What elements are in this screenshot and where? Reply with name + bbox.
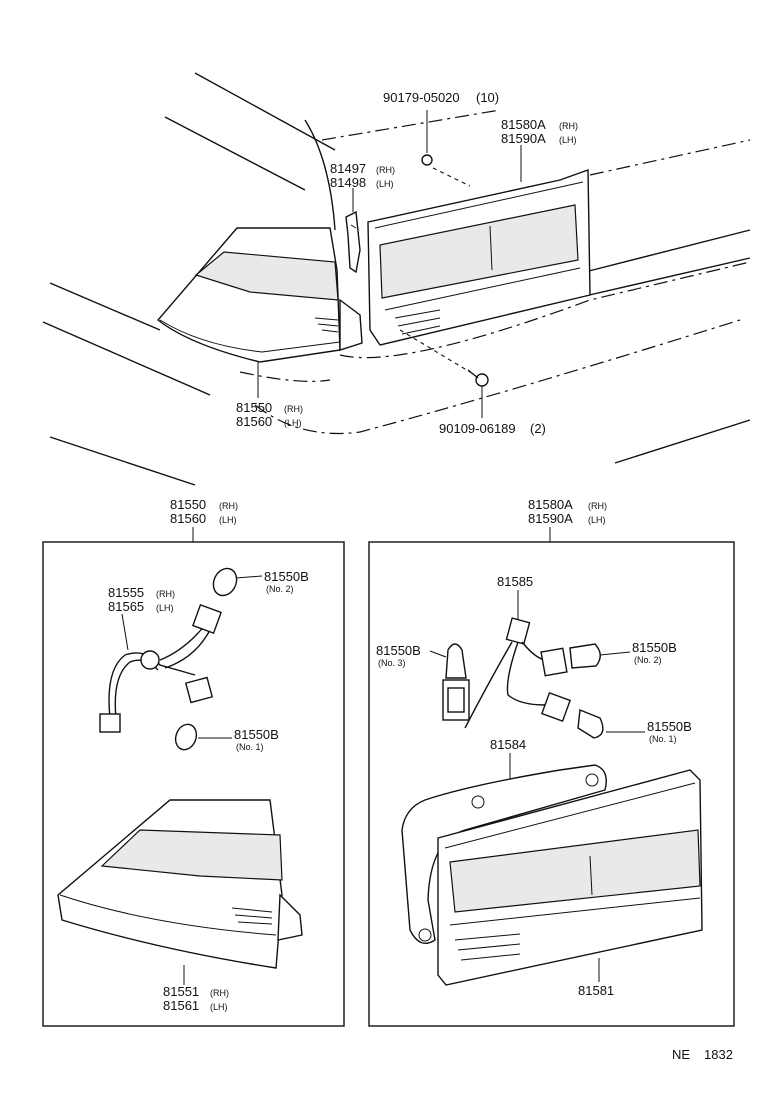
bulb-no2-icon-right xyxy=(569,643,631,669)
label-bracket-lh-tag: (LH) xyxy=(376,179,394,189)
label-lamp-lh: 81560 xyxy=(236,414,272,429)
label-garnish-lh-tag: (LH) xyxy=(559,135,577,145)
socket-wire-icon-right xyxy=(442,617,571,729)
right-header-rh-tag: (RH) xyxy=(588,501,607,511)
tail-lamp-assembly-top xyxy=(156,227,363,363)
label-screw-number: 90109-06189 xyxy=(439,421,516,436)
right-bulb1-note: (No. 1) xyxy=(649,734,677,744)
left-socket-lh: 81565 xyxy=(108,599,144,614)
left-lens-lh-tag: (LH) xyxy=(210,1002,228,1012)
right-bulb2-number: 81550B xyxy=(632,640,677,655)
label-bracket-lh: 81498 xyxy=(330,175,366,190)
bulb-no1-icon-left xyxy=(174,723,232,751)
car-body-outline xyxy=(42,72,751,486)
label-screw-qty: (2) xyxy=(530,421,546,436)
screw-icon xyxy=(399,329,489,418)
garnish-top xyxy=(367,169,591,346)
bulb-no1-icon-right xyxy=(577,709,645,739)
label-bolt-number: 90179-05020 xyxy=(383,90,460,105)
left-header-lh: 81560 xyxy=(170,511,206,526)
label-garnish-lh: 81590A xyxy=(501,131,546,146)
right-lens-number: 81581 xyxy=(578,983,614,998)
left-socket-rh: 81555 xyxy=(108,585,144,600)
right-bulb3-note: (No. 3) xyxy=(378,658,406,668)
label-lamp-rh: 81550 xyxy=(236,400,272,415)
left-bulb2-number: 81550B xyxy=(264,569,309,584)
right-socket-number: 81585 xyxy=(497,574,533,589)
left-header-lh-tag: (LH) xyxy=(219,515,237,525)
footer-number: 1832 xyxy=(704,1047,733,1062)
label-bracket-rh-tag: (RH) xyxy=(376,165,395,175)
left-socket-rh-tag: (RH) xyxy=(156,589,175,599)
right-bulb2-note: (No. 2) xyxy=(634,655,662,665)
right-bulb3-number: 81550B xyxy=(376,643,421,658)
left-lens-lh: 81561 xyxy=(163,998,199,1013)
right-header-lh-tag: (LH) xyxy=(588,515,606,525)
left-lens-rh: 81551 xyxy=(163,984,199,999)
footer-code: NE xyxy=(672,1047,690,1062)
bolt-icon xyxy=(421,110,471,187)
left-bulb2-note: (No. 2) xyxy=(266,584,294,594)
garnish-lens-right-drawing xyxy=(437,769,703,986)
label-lamp-lh-tag: (LH) xyxy=(284,418,302,428)
left-bulb1-note: (No. 1) xyxy=(236,742,264,752)
right-gasket-number: 81584 xyxy=(490,737,526,752)
label-garnish-rh-tag: (RH) xyxy=(559,121,578,131)
left-header-rh: 81550 xyxy=(170,497,206,512)
left-header-rh-tag: (RH) xyxy=(219,501,238,511)
right-header-lh: 81590A xyxy=(528,511,573,526)
label-garnish-rh: 81580A xyxy=(501,117,546,132)
right-detail-box xyxy=(368,541,735,1027)
left-socket-lh-tag: (LH) xyxy=(156,603,174,613)
left-detail-box xyxy=(42,541,345,1027)
lens-left-drawing xyxy=(57,799,303,969)
bulb-no3-icon xyxy=(429,643,467,679)
label-bracket-rh: 81497 xyxy=(330,161,366,176)
label-lamp-rh-tag: (RH) xyxy=(284,404,303,414)
left-bulb1-number: 81550B xyxy=(234,727,279,742)
right-bulb1-number: 81550B xyxy=(647,719,692,734)
socket-wire-icon xyxy=(99,604,222,733)
bulb-no2-icon-left xyxy=(212,567,263,597)
right-header-rh: 81580A xyxy=(528,497,573,512)
label-bolt-qty: (10) xyxy=(476,90,499,105)
left-lens-rh-tag: (RH) xyxy=(210,988,229,998)
bracket-part xyxy=(345,210,361,274)
